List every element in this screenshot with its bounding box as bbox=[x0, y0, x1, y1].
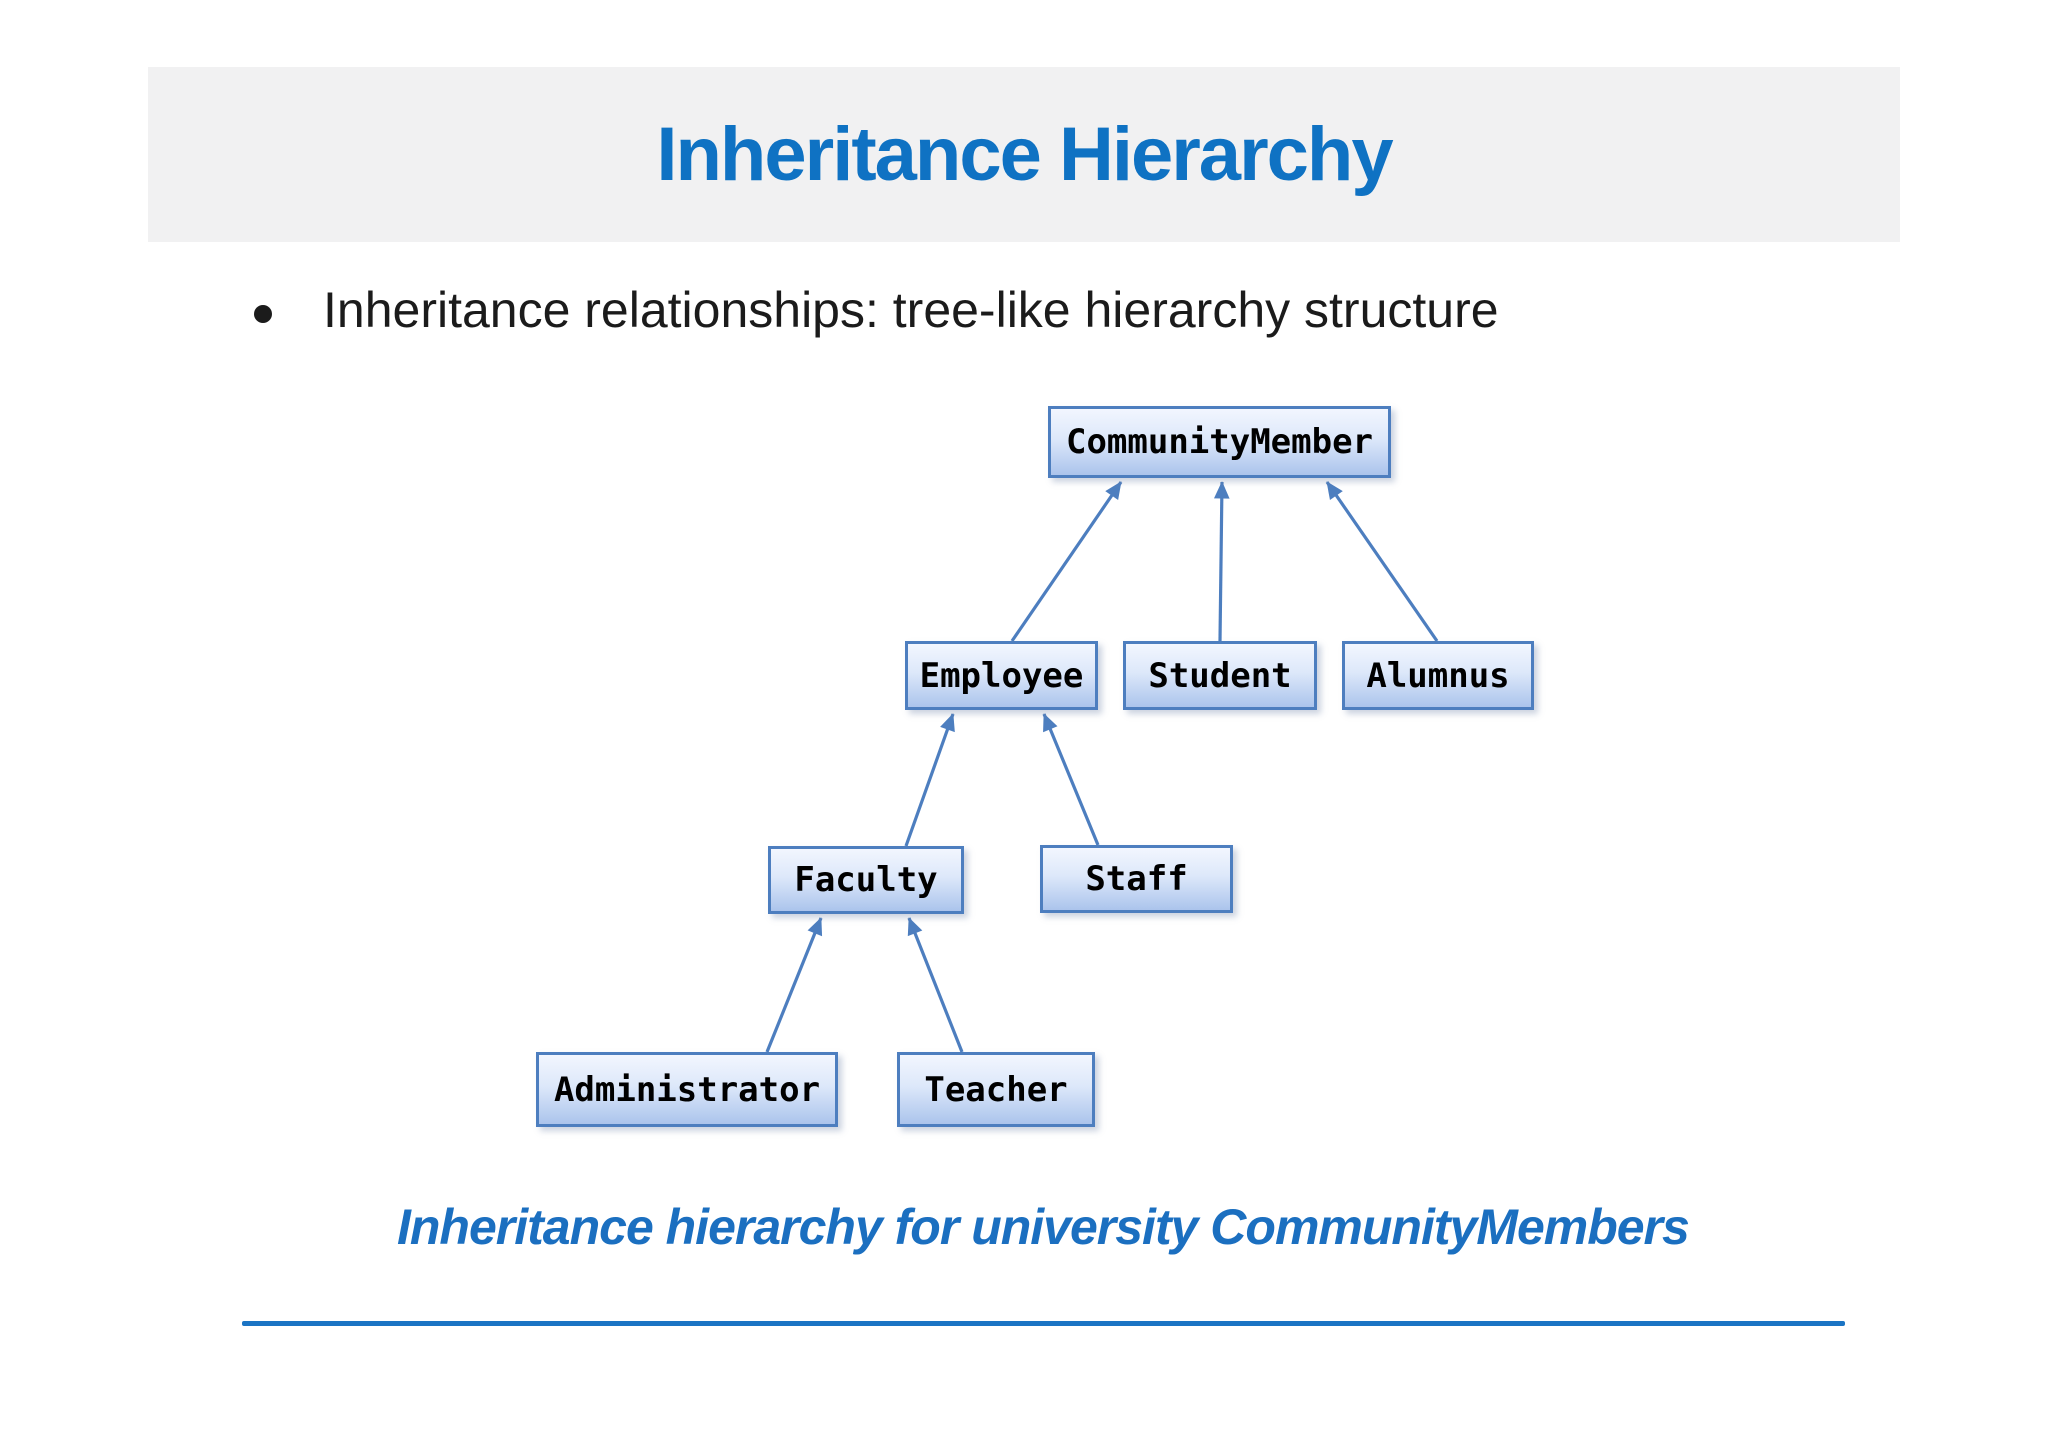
class-box-student: Student bbox=[1123, 641, 1317, 710]
class-box-teacher: Teacher bbox=[897, 1052, 1095, 1127]
figure-caption: Inheritance hierarchy for university Com… bbox=[397, 1199, 1690, 1255]
bullet-marker bbox=[254, 304, 272, 323]
edge-faculty-to-employee bbox=[904, 713, 955, 847]
class-box-community-member: CommunityMember bbox=[1048, 406, 1391, 478]
class-box-staff: Staff bbox=[1040, 845, 1233, 913]
edge-employee-to-community-member bbox=[1010, 481, 1123, 642]
edge-student-to-community-member bbox=[1213, 481, 1230, 642]
edge-alumnus-to-community-member bbox=[1325, 481, 1439, 642]
edge-staff-to-employee bbox=[1042, 713, 1100, 846]
class-box-faculty: Faculty bbox=[768, 846, 964, 914]
slide-title: Inheritance Hierarchy bbox=[656, 112, 1393, 197]
title-banner: Inheritance Hierarchy bbox=[148, 67, 1900, 242]
edge-teacher-to-faculty bbox=[907, 917, 964, 1053]
bottom-divider bbox=[242, 1321, 1845, 1326]
class-box-employee: Employee bbox=[905, 641, 1098, 710]
edge-administrator-to-faculty bbox=[765, 917, 823, 1053]
bullet-text: Inheritance relationships: tree-like hie… bbox=[323, 282, 1499, 338]
class-box-administrator: Administrator bbox=[536, 1052, 838, 1127]
bullet-item: Inheritance relationships: tree-like hie… bbox=[254, 282, 1499, 340]
class-box-alumnus: Alumnus bbox=[1342, 641, 1534, 710]
